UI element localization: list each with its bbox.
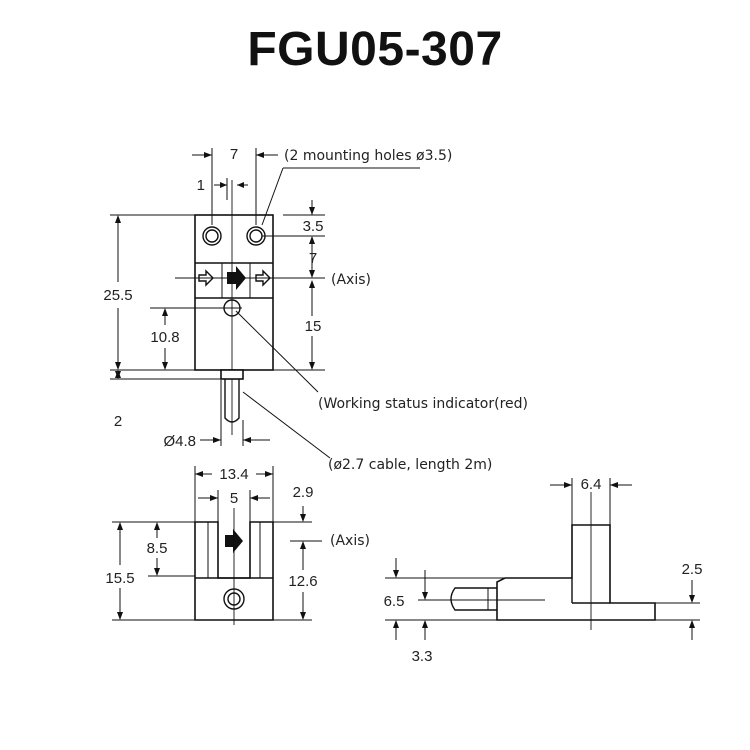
dim-arrow [250, 495, 258, 501]
mounting-hole-left-inner [205, 229, 219, 243]
dim-side-foot-height: 2.5 [682, 561, 703, 578]
dim-arrow [154, 522, 160, 530]
dim-arrow [564, 482, 572, 488]
dim-slot-depth: 12.6 [288, 573, 317, 590]
dim-arrow [422, 592, 428, 600]
dim-arrow [213, 437, 221, 443]
dim-arrow [154, 568, 160, 576]
dim-hole-pitch: 7 [230, 146, 238, 163]
dim-slot-width: 5 [230, 490, 238, 507]
note-cable: (ø2.7 cable, length 2m) [328, 457, 492, 473]
dim-arrow [309, 362, 315, 370]
dim-side-base-height: 3.3 [412, 648, 433, 665]
dim-front-axis-height: 8.5 [147, 540, 168, 557]
dim-arrow [115, 362, 121, 370]
note-mounting-holes: (2 mounting holes ø3.5) [284, 148, 452, 164]
axis-arrow-left-icon [198, 269, 214, 287]
dim-arrow [265, 471, 273, 477]
page-title: FGU05-307 [247, 23, 503, 76]
dim-side-top-width: 6.4 [581, 476, 602, 493]
dim-arrow [393, 620, 399, 628]
dim-axis-to-bottom: 15 [305, 318, 322, 335]
note-axis-front: (Axis) [330, 533, 370, 549]
dim-axis-offset: 7 [309, 250, 317, 267]
dim-slot-offset: 2.9 [293, 484, 314, 501]
dim-arrow [204, 152, 212, 158]
dim-arrow [300, 514, 306, 522]
dim-arrow [237, 182, 244, 188]
leader-line [261, 167, 284, 226]
front-view: 13.4 5 2.9 (Axis) 12.6 15.5 [105, 466, 370, 625]
dim-arrow [309, 270, 315, 278]
dim-indicator-height: 10.8 [150, 329, 179, 346]
dim-arrow [210, 495, 218, 501]
note-axis-top: (Axis) [331, 272, 371, 288]
dim-side-cable-height: 6.5 [384, 593, 405, 610]
dim-arrow [117, 612, 123, 620]
axis-arrow-right-icon [255, 269, 271, 287]
dim-front-width: 13.4 [219, 466, 248, 483]
dim-neck: 2 [114, 413, 122, 430]
dim-arrow [256, 152, 264, 158]
dim-arrow [689, 595, 695, 603]
dim-arrow [115, 371, 121, 379]
dim-arrow [610, 482, 618, 488]
dim-arrow [195, 471, 203, 477]
dim-hole-top: 3.5 [303, 218, 324, 235]
dim-arrow [422, 620, 428, 628]
leader-line [242, 391, 331, 459]
dim-arrow [393, 570, 399, 578]
dim-arrow [220, 182, 227, 188]
dim-hole-offset: 1 [197, 177, 205, 194]
dim-front-height: 15.5 [105, 570, 134, 587]
cable [224, 379, 240, 423]
dim-arrow [300, 541, 306, 549]
side-body-outline [496, 524, 656, 621]
dim-arrow [309, 236, 315, 244]
dim-arrow [300, 612, 306, 620]
leader-line [235, 310, 319, 393]
dim-cable-diameter: Ø4.8 [163, 433, 196, 450]
dim-arrow [162, 362, 168, 370]
side-cable [450, 587, 497, 611]
dim-arrow [243, 437, 251, 443]
mounting-hole-left [202, 226, 222, 246]
dim-arrow [689, 620, 695, 628]
side-view: 6.4 2.5 6.5 3.3 [384, 476, 703, 665]
dim-arrow [309, 280, 315, 288]
dim-height: 25.5 [103, 287, 132, 304]
dim-arrow [117, 522, 123, 530]
cable-neck [220, 369, 244, 380]
top-view: 7 (2 mounting holes ø3.5) 1 3.5 7 (Axis)… [103, 146, 528, 473]
dim-arrow [162, 308, 168, 316]
dim-arrow [115, 215, 121, 223]
note-indicator: (Working status indicator(red) [318, 396, 528, 412]
